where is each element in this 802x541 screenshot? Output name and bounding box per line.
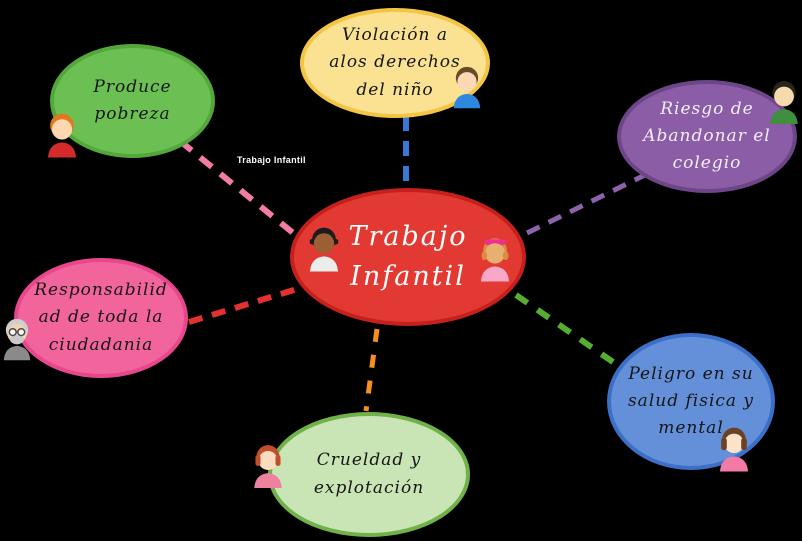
node-trabajo-infantil-center: Trabajo Infantil bbox=[290, 188, 526, 326]
node-label: Produce pobreza bbox=[93, 76, 172, 124]
node-label: Violación a alos derechos del niño bbox=[329, 25, 461, 100]
center-node-label: Trabajo Infantil bbox=[348, 220, 468, 293]
node-label: Riesgo de Abandonar el colegio bbox=[643, 98, 771, 174]
node-peligro-salud: Peligro en su salud fisica y mental bbox=[607, 333, 775, 470]
connector-riesgo-abandonar-colegio bbox=[525, 170, 651, 236]
boy-green-shirt-icon bbox=[770, 81, 798, 124]
node-label: Crueldad y explotación bbox=[313, 450, 425, 498]
connector-responsabilidad-ciudadania bbox=[188, 286, 298, 325]
node-crueldad-explotacion: Crueldad y explotación bbox=[268, 412, 470, 537]
node-produce-pobreza: Produce pobreza bbox=[50, 44, 215, 158]
girl-bob-hair-icon bbox=[719, 427, 749, 472]
node-label: Responsabilid ad de toda la ciudadania bbox=[34, 280, 168, 355]
node-responsabilidad-ciudadania: Responsabilid ad de toda la ciudadania bbox=[14, 258, 188, 378]
connector-produce-pobreza bbox=[178, 138, 305, 244]
branch-edge-label: Trabajo Infantil bbox=[237, 155, 306, 165]
boy-red-shirt-icon bbox=[47, 113, 77, 158]
boy-blue-shirt-icon bbox=[453, 66, 481, 109]
connector-crueldad-explotacion bbox=[363, 328, 380, 412]
node-riesgo-abandonar-colegio: Riesgo de Abandonar el colegio bbox=[617, 80, 797, 193]
girl-auburn-hair-icon bbox=[254, 445, 282, 488]
node-label: Peligro en su salud fisica y mental bbox=[627, 363, 755, 439]
old-man-icon bbox=[3, 318, 31, 361]
dark-skinned-child-icon bbox=[309, 227, 339, 272]
connector-peligro-salud bbox=[514, 292, 615, 365]
girl-pink-headband-icon bbox=[480, 238, 510, 282]
